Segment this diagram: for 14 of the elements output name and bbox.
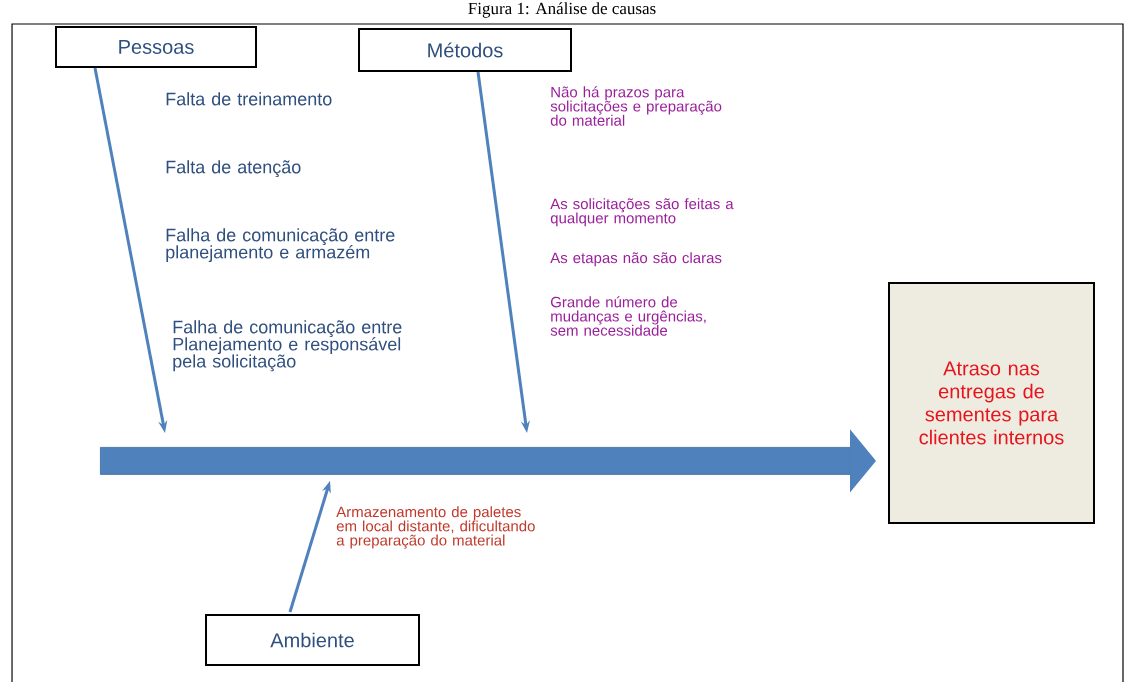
category-box: Ambiente [205,614,420,666]
cause-text: Grande número de mudanças e urgências, sem necessidade [550,296,706,336]
figure-title: Figura 1: Análise de causas [468,2,656,18]
cause-text: As etapas não são claras [550,252,722,267]
effect-box: Atraso nas entregas de sementes para clientes internos [888,282,1095,524]
cause-text: Não há prazos para solicitações e preparação do material [550,86,722,126]
cause-text: Falta de treinamento [166,92,332,106]
category-box: Pessoas [55,26,257,68]
cause-text: As solicitações são feitas a qualquer momento [550,198,734,227]
cause-text: Falha de comunicação entre planejamento e armazém [166,228,395,263]
cause-text: Falha de comunicação entre Planejamento e responsável pela solicitação [173,320,402,372]
cause-text: Armazenamento de paletes em local distante, dificultando a preparação do material [336,506,535,549]
cause-text: Falta de atenção [166,160,301,178]
category-box: Métodos [358,28,572,72]
